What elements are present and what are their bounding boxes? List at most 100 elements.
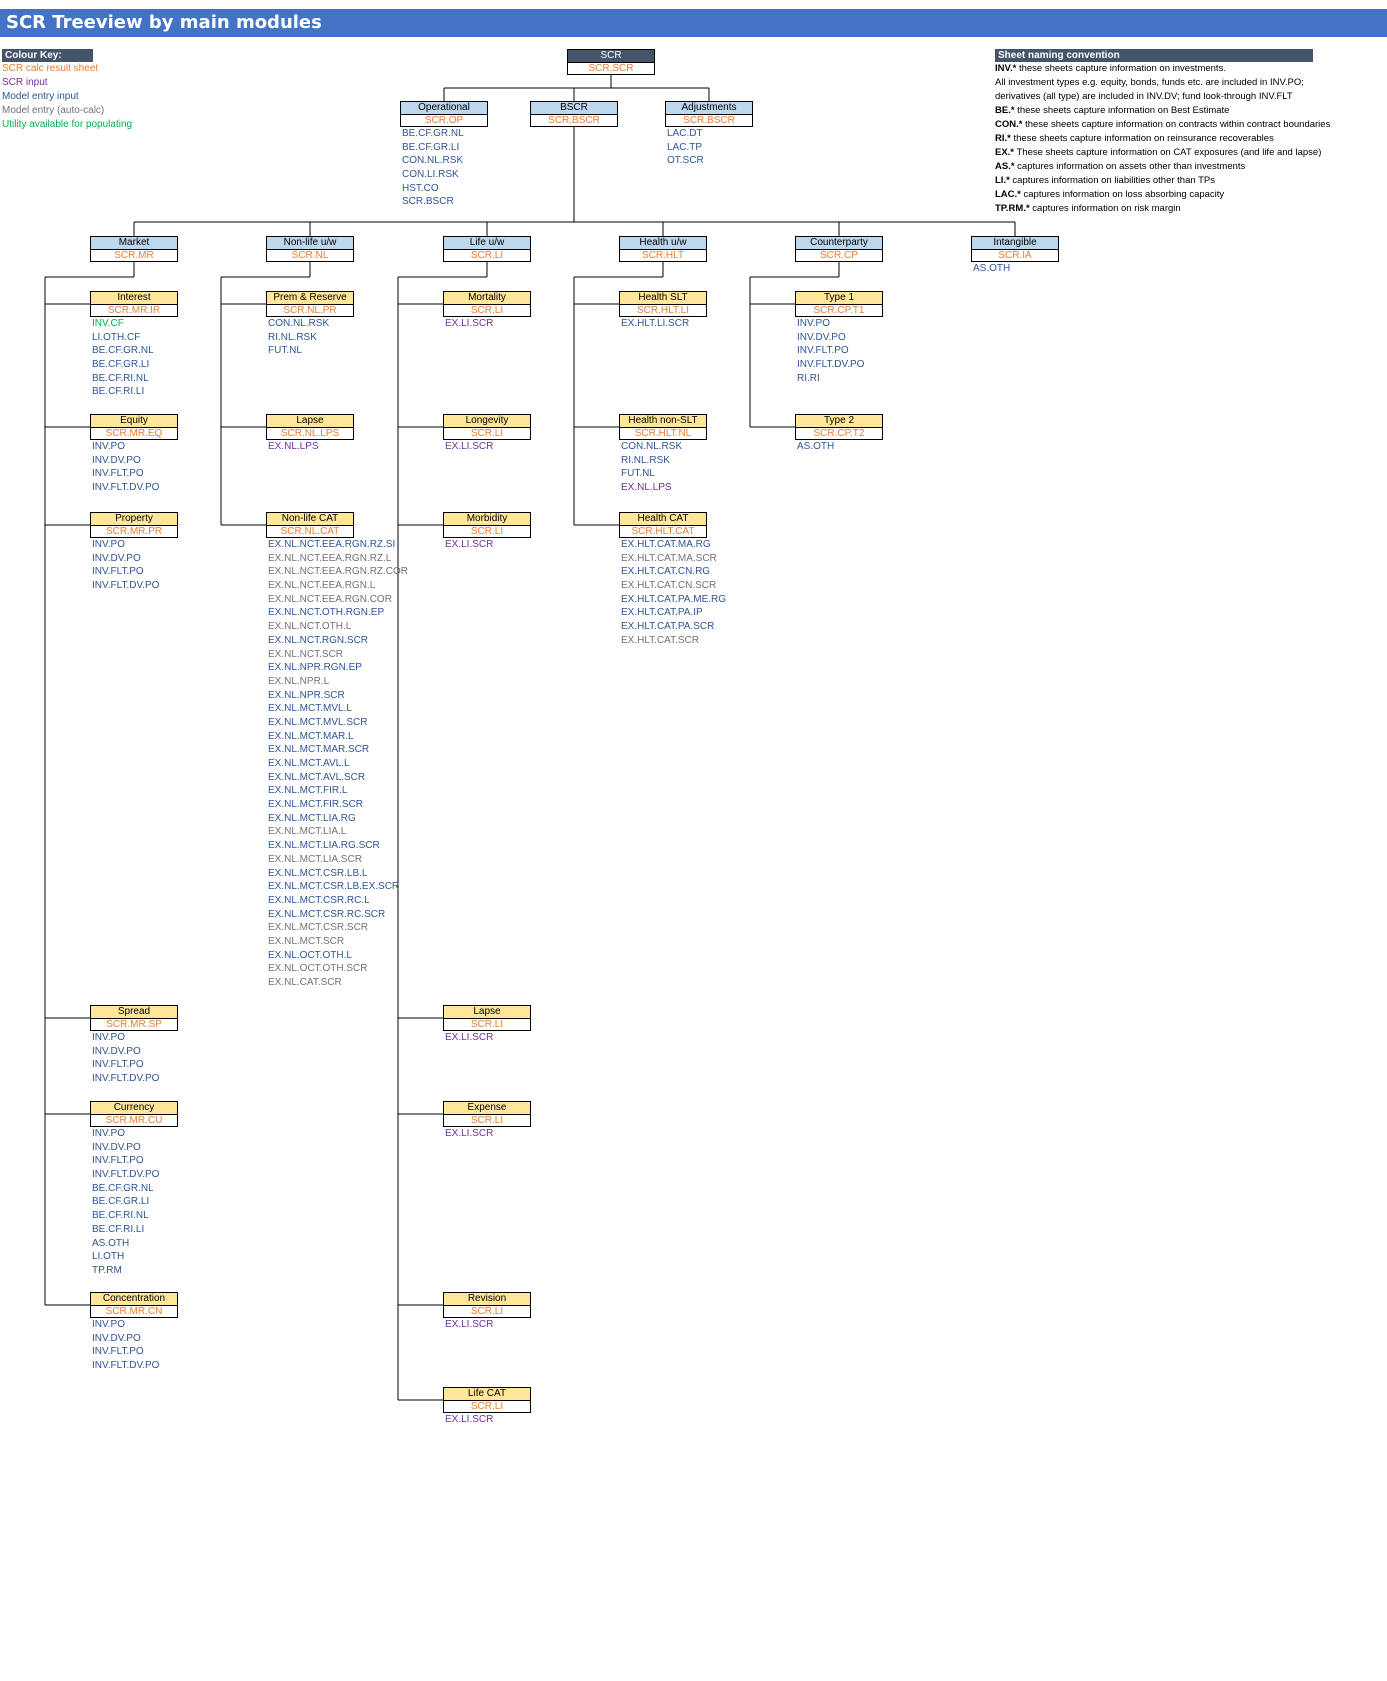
sheet-item: EX.NL.NCT.RGN.SCR <box>268 634 369 646</box>
module-code: SCR.MR <box>114 250 154 261</box>
module-name: Adjustments <box>666 102 752 115</box>
sheet-item: EX.HLT.LI.SCR <box>621 318 690 329</box>
sheet-item: AS.OTH <box>797 441 835 452</box>
sheet-item: EX.HLT.CAT.MA.RG <box>621 539 711 550</box>
sheet-item: EX.NL.NCT.OTH.RGN.EP <box>268 607 385 619</box>
naming-description: these sheets capture information on rein… <box>1010 133 1274 144</box>
sheet-item: EX.NL.MCT.MVL.SCR <box>268 716 368 728</box>
module-code: SCR.MR.CU <box>105 1115 163 1126</box>
naming-convention-row: INV.* these sheets capture information o… <box>995 62 1370 76</box>
sheet-item: INV.FLT.DV.PO <box>92 580 160 592</box>
module-code: SCR.LI <box>470 305 504 316</box>
sheet-item: INV.FLT.PO <box>92 1059 144 1071</box>
colour-key-item: SCR input <box>2 77 48 88</box>
sheet-item: INV.FLT.PO <box>92 1155 144 1167</box>
sheet-item: INV.PO <box>797 318 830 329</box>
sheet-item: EX.NL.NPR.RGN.EP <box>268 662 362 674</box>
module-code: SCR.LI <box>470 250 504 261</box>
sheet-item: EX.NL.LPS <box>621 482 672 494</box>
module-code: SCR.OP <box>424 115 464 126</box>
sheet-item: FUT.NL <box>621 468 655 480</box>
module-name: Operational <box>401 102 487 115</box>
sheet-item: SCR.BSCR <box>402 196 454 208</box>
colour-key-header: Colour Key: <box>2 49 93 62</box>
sheet-item: INV.DV.PO <box>797 331 846 343</box>
sheet-item: INV.FLT.DV.PO <box>92 1073 160 1085</box>
module-name: SCR <box>568 50 654 63</box>
sheet-item: EX.NL.NPR.SCR <box>268 689 345 701</box>
naming-description: derivatives (all type) are included in I… <box>995 91 1293 102</box>
module-code: SCR.LI <box>470 1115 504 1126</box>
sheet-list-type2: AS.OTH <box>797 440 947 454</box>
naming-convention-row: CON.* these sheets capture information o… <box>995 118 1370 132</box>
sheet-item: INV.FLT.PO <box>92 566 144 578</box>
sheet-item: EX.NL.NCT.OTH.L <box>268 621 352 633</box>
sheet-item: EX.LI.SCR <box>445 1032 494 1043</box>
sheet-item: INV.DV.PO <box>92 454 141 466</box>
module-code: SCR.BSCR <box>683 115 735 126</box>
sheet-item: BE.CF.GR.LI <box>92 1196 150 1208</box>
sheet-item: RI.NL.RSK <box>268 331 317 343</box>
sheet-item: EX.NL.NCT.EEA.RGN.RZ.COR <box>268 566 409 578</box>
naming-prefix: CON.* <box>995 119 1023 130</box>
sheet-list-intangible: AS.OTH <box>973 262 1123 276</box>
module-code: SCR.SCR <box>588 63 634 74</box>
sheet-item: EX.NL.MCT.MAR.L <box>268 730 354 742</box>
module-code: SCR.CP.T1 <box>813 305 865 316</box>
sheet-item: EX.NL.MCT.MAR.SCR <box>268 744 370 756</box>
module-name: Life CAT <box>444 1388 530 1401</box>
colour-key-item: SCR calc result sheet <box>2 63 99 74</box>
title-bar: SCR Treeview by main modules <box>0 9 1387 37</box>
sheet-item: INV.PO <box>92 1128 125 1139</box>
sheet-item: CON.NL.RSK <box>621 441 683 452</box>
naming-description: captures information on assets other tha… <box>1014 161 1246 172</box>
sheet-item: EX.NL.MCT.CSR.LB.L <box>268 867 368 879</box>
module-name: Expense <box>444 1102 530 1115</box>
module-name: Non-life u/w <box>267 237 353 250</box>
sheet-item: EX.NL.MCT.CSR.SCR <box>268 922 369 934</box>
module-name: Counterparty <box>796 237 882 250</box>
sheet-item: EX.NL.MCT.LIA.SCR <box>268 853 362 865</box>
sheet-item: EX.HLT.CAT.PA.ME.RG <box>621 593 727 605</box>
sheet-item: AS.OTH <box>92 1237 130 1249</box>
sheet-item: EX.LI.SCR <box>445 441 494 452</box>
module-code: SCR.MR.EQ <box>105 428 163 439</box>
page-title: SCR Treeview by main modules <box>6 12 322 33</box>
sheet-item: BE.CF.RI.LI <box>92 386 145 398</box>
naming-convention-row: LAC.* captures information on loss absor… <box>995 188 1370 202</box>
sheet-item: EX.NL.MCT.LIA.RG.SCR <box>268 840 380 852</box>
module-name: Lapse <box>444 1006 530 1019</box>
module-name: Spread <box>91 1006 177 1019</box>
sheet-item: INV.DV.PO <box>92 1332 141 1344</box>
colour-key: Colour Key: SCR calc result sheet SCR in… <box>2 49 132 132</box>
module-name: Morbidity <box>444 513 530 526</box>
sheet-list-lilapse: EX.LI.SCR <box>445 1031 595 1045</box>
sheet-item: BE.CF.GR.NL <box>92 1182 154 1194</box>
naming-convention-row: All investment types e.g. equity, bonds,… <box>995 76 1370 90</box>
sheet-item: EX.NL.MCT.CSR.RC.SCR <box>268 908 386 920</box>
sheet-item: INV.FLT.PO <box>92 1346 144 1358</box>
sheet-item: BE.CF.RI.NL <box>92 1210 149 1222</box>
sheet-item: EX.NL.OCT.OTH.L <box>268 949 352 961</box>
sheet-item: EX.NL.NCT.EEA.RGN.L <box>268 580 376 592</box>
naming-description: captures information on loss absorbing c… <box>1020 189 1225 200</box>
sheet-item: EX.LI.SCR <box>445 318 494 329</box>
naming-convention: Sheet naming convention INV.* these shee… <box>995 49 1370 216</box>
sheet-item: EX.NL.NCT.SCR <box>268 648 344 660</box>
naming-convention-row: EX.* These sheets capture information on… <box>995 146 1370 160</box>
sheet-item: INV.DV.PO <box>92 1045 141 1057</box>
naming-prefix: AS.* <box>995 161 1015 172</box>
